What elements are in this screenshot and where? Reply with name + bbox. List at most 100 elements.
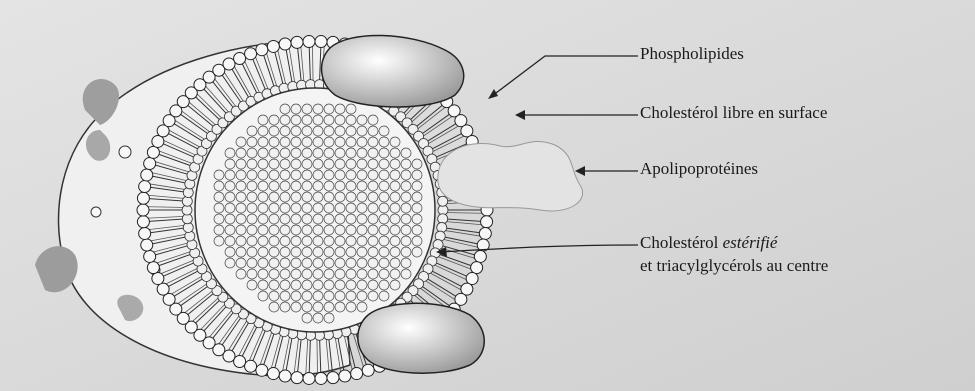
lipid-droplet — [357, 137, 367, 147]
lipid-droplet — [214, 236, 224, 246]
lipid-droplet — [357, 269, 367, 279]
lipid-droplet — [258, 181, 268, 191]
phospholipid-head — [362, 364, 374, 376]
lipid-droplet — [324, 258, 334, 268]
lipid-droplet — [236, 214, 246, 224]
lipid-droplet — [280, 291, 290, 301]
lipid-droplet — [291, 236, 301, 246]
lipid-droplet — [390, 236, 400, 246]
lipid-droplet — [357, 115, 367, 125]
label-core-line1: Cholestérol estérifié — [640, 233, 777, 253]
lipid-droplet — [379, 148, 389, 158]
lipid-droplet — [258, 203, 268, 213]
lipid-droplet — [324, 280, 334, 290]
lipid-droplet — [324, 115, 334, 125]
lipid-droplet — [390, 137, 400, 147]
lipid-droplet — [390, 192, 400, 202]
lipid-droplet — [346, 137, 356, 147]
lipid-droplet — [401, 203, 411, 213]
lipid-droplet — [225, 236, 235, 246]
lipid-droplet — [379, 203, 389, 213]
lipid-droplet — [313, 280, 323, 290]
phospholipid-head — [267, 368, 279, 380]
lipid-droplet — [412, 181, 422, 191]
lipid-droplet — [302, 214, 312, 224]
lipid-droplet — [368, 126, 378, 136]
lipid-droplet — [401, 214, 411, 224]
lipid-droplet — [280, 269, 290, 279]
lipid-droplet — [412, 214, 422, 224]
lipid-droplet — [412, 247, 422, 257]
lipid-droplet — [335, 203, 345, 213]
lipid-droplet — [357, 159, 367, 169]
lipid-droplet — [236, 192, 246, 202]
lipid-droplet — [313, 203, 323, 213]
lipid-droplet — [324, 269, 334, 279]
lipid-droplet — [357, 148, 367, 158]
lipid-droplet — [291, 115, 301, 125]
lipid-droplet — [346, 291, 356, 301]
lipid-droplet — [390, 225, 400, 235]
phospholipid-head — [223, 58, 235, 70]
lipid-droplet — [368, 291, 378, 301]
lipid-droplet — [401, 258, 411, 268]
lipid-droplet — [368, 181, 378, 191]
lipid-droplet — [214, 203, 224, 213]
lipid-droplet — [346, 225, 356, 235]
lipid-droplet — [302, 170, 312, 180]
lipid-droplet — [390, 148, 400, 158]
lipid-droplet — [357, 203, 367, 213]
lipid-droplet — [313, 247, 323, 257]
lipid-droplet — [269, 291, 279, 301]
lipid-droplet — [302, 192, 312, 202]
lipid-droplet — [412, 225, 422, 235]
lipid-droplet — [324, 159, 334, 169]
lipid-droplet — [225, 258, 235, 268]
lipid-droplet — [401, 159, 411, 169]
lipid-droplet — [379, 137, 389, 147]
lipid-droplet — [324, 126, 334, 136]
lipid-droplet — [368, 214, 378, 224]
lipid-droplet — [258, 159, 268, 169]
lipid-droplet — [269, 137, 279, 147]
lipid-droplet — [379, 258, 389, 268]
lipid-droplet — [379, 247, 389, 257]
lipid-droplet — [313, 302, 323, 312]
lipid-droplet — [247, 126, 257, 136]
lipid-droplet — [269, 115, 279, 125]
lipid-droplet — [357, 126, 367, 136]
lipid-droplet — [280, 225, 290, 235]
lipid-droplet — [302, 269, 312, 279]
lipid-droplet — [313, 236, 323, 246]
lipid-droplet — [357, 291, 367, 301]
lipid-droplet — [368, 280, 378, 290]
phospholipid-head — [256, 44, 268, 56]
lipid-droplet — [302, 302, 312, 312]
lipid-droplet — [346, 170, 356, 180]
lipid-droplet — [280, 148, 290, 158]
lipid-droplet — [225, 170, 235, 180]
phospholipid-head — [474, 250, 486, 262]
lipid-droplet — [335, 236, 345, 246]
lipid-droplet — [280, 236, 290, 246]
apolipoprotein-bottom — [358, 303, 484, 373]
lipid-droplet — [247, 159, 257, 169]
lipid-droplet — [335, 159, 345, 169]
lipid-droplet — [324, 214, 334, 224]
phospholipid-head — [137, 204, 149, 216]
lipid-droplet — [291, 181, 301, 191]
lipid-droplet — [379, 225, 389, 235]
phospholipid-head — [279, 370, 291, 382]
phospholipid-head — [481, 216, 493, 228]
lipid-droplet — [346, 302, 356, 312]
lipid-droplet — [291, 269, 301, 279]
lipid-droplet — [291, 148, 301, 158]
lipid-droplet — [302, 159, 312, 169]
lipid-droplet — [302, 247, 312, 257]
lipid-droplet — [313, 192, 323, 202]
lipid-droplet — [302, 225, 312, 235]
phospholipid-head — [139, 181, 151, 193]
lipid-droplet — [335, 170, 345, 180]
lipid-droplet — [236, 181, 246, 191]
lipid-droplet — [346, 269, 356, 279]
